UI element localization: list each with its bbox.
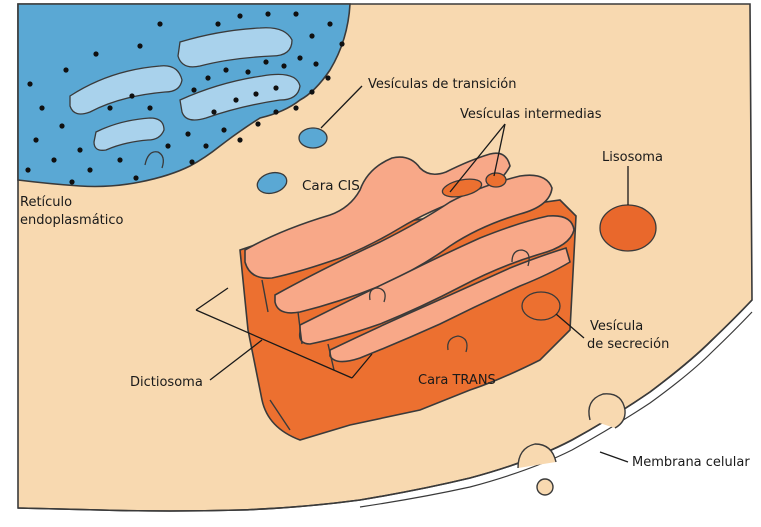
label-secretion-vesicle-line2: de secreción	[587, 337, 669, 352]
intermediate-vesicle-2	[486, 173, 506, 187]
label-lysosome: Lisosoma	[602, 150, 663, 165]
membrane-vesicle	[537, 479, 553, 495]
secretion-vesicle	[522, 292, 560, 320]
label-secretion-vesicle-line1: Vesícula	[590, 319, 643, 334]
lysosome	[600, 205, 656, 251]
label-er-line1: Retículo	[20, 195, 72, 210]
label-trans-face: Cara TRANS	[418, 373, 496, 388]
label-dictyosome: Dictiosoma	[130, 375, 203, 390]
label-cell-membrane: Membrana celular	[632, 455, 750, 470]
label-transition-vesicles: Vesículas de transición	[368, 77, 517, 92]
label-er-line2: endoplasmático	[20, 213, 124, 228]
leader-membrane	[600, 452, 628, 462]
label-intermediate-vesicles: Vesículas intermedias	[460, 107, 602, 122]
transition-vesicle-1	[299, 128, 327, 148]
label-cis-face: Cara CIS	[302, 178, 360, 194]
